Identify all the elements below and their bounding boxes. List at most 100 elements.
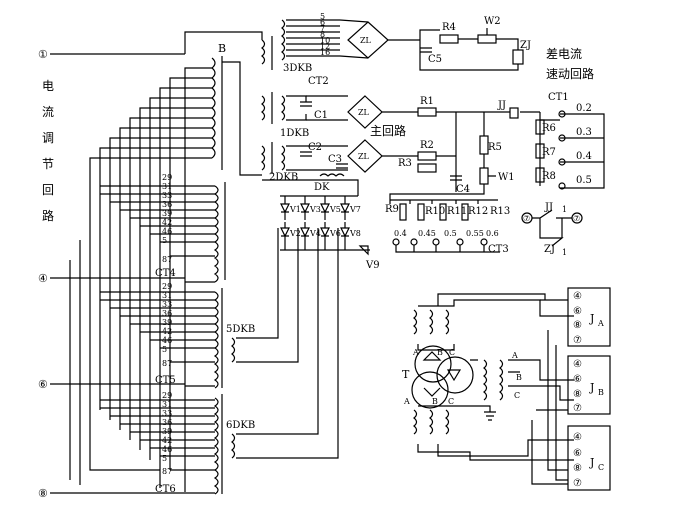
ct6-tap: 5 [162,454,167,463]
resistor-r2 [417,151,437,161]
jc-term: ⑧ [573,463,582,474]
ct4-tap: 29 [162,173,172,182]
label-v8: V8 [349,229,361,238]
phase-a-top: A [412,348,419,357]
label-1dkb: 1DKB [280,128,309,139]
label-w2: W2 [484,16,501,27]
ct-middle [470,359,574,401]
dkb3-tap: 8 [320,30,325,39]
dkb3-tap: 7 [320,24,325,33]
left-label-4: 节 [42,157,54,171]
label-v1: V1 [289,205,301,214]
dkb3-secondary [281,19,286,61]
label-jj1: JJ [544,202,553,213]
label-zj: ZJ [520,40,531,51]
dkb6-coil [231,433,236,459]
ct4-tap: 36 [162,200,172,209]
label-r12: R12 [468,206,488,217]
label-ct1: CT1 [548,92,569,103]
jb-term: ⑦ [573,403,582,414]
wire [286,95,307,121]
tap-connector [432,238,440,246]
ct6-tap: 33 [162,409,172,418]
label-r7: R7 [542,147,556,158]
bridge-rectifier-top [339,19,500,71]
ct3-tap: 0.45 [418,229,436,238]
label-c3: C3 [328,154,342,165]
label-r13: R13 [490,206,510,217]
label-B: B [218,42,226,55]
resistor-r12 [461,203,469,221]
wire [222,61,262,176]
label-w1: W1 [498,172,515,183]
wire [531,299,568,485]
terminal-6: ⑥ [38,378,48,391]
label-v3: V3 [309,205,321,214]
inductor-dk [319,173,345,177]
bridge-rectifier-mid [347,95,383,129]
label-v2: V2 [289,229,301,238]
wire [184,31,263,54]
label-2dkb: 2DKB [269,172,298,183]
ct6-tap: 39 [162,427,172,436]
wire [262,179,359,196]
ct1-tap: 0.4 [576,151,592,162]
label-r3: R3 [398,158,412,169]
dkb3-tap: 6 [320,18,325,27]
tap-connector [392,238,400,246]
ct4-tap: 46 [162,227,172,236]
ct5-tap: 42 [162,327,172,336]
label-ja: J [589,312,594,325]
phase-a-mid: A [511,351,518,360]
resistor-r8 [535,167,545,183]
label-v9: V9 [365,260,380,271]
tap-connector [480,238,488,246]
ct5-tap: 36 [162,309,172,318]
phase-b-top: B [437,348,443,357]
wire [500,64,519,71]
label-c2: C2 [308,142,322,153]
label-r8: R8 [542,171,556,182]
label-r5: R5 [488,142,502,153]
terminal-7-left-label: ⑦ [523,214,530,223]
left-label-2: 流 [42,105,54,119]
tap-wire-bundle [69,67,212,492]
label-jc: J [589,456,594,469]
ct5-tap: 29 [162,282,172,291]
label-c5: C5 [428,54,442,65]
label-jb: J [589,381,594,394]
label-r4: R4 [442,22,456,33]
ct4-tap: 87 [162,255,172,264]
label-c4: C4 [456,184,470,195]
diode-matrix [280,196,350,250]
ct5-tap: 39 [162,318,172,327]
contact-jj1-zj1 [532,209,572,247]
terminal-1: ① [38,48,48,61]
tap-connector [558,134,566,142]
ct4-tap: 42 [162,218,172,227]
ct5-tap: 46 [162,336,172,345]
ct5-tap: 5 [162,345,167,354]
label-r2: R2 [420,140,434,151]
dkb3-tap: 12 [320,42,330,51]
ct3-tap: 0.4 [394,229,407,238]
label-zl-mid: ZL [358,108,370,117]
cts-bottom [413,405,574,461]
ct4-tap: 33 [162,191,172,200]
resistor-r1 [417,107,437,117]
label-jc-sub: C [598,463,604,472]
terminal-8: ⑧ [38,487,48,500]
label-r9: R9 [385,204,399,215]
label-v7: V7 [349,205,361,214]
ct6-tap: 31 [162,400,172,409]
label-jb-sub: B [598,388,604,397]
terminal-7-right-label: ⑦ [573,214,580,223]
label-ct6: CT6 [155,484,176,495]
resistor-r7 [535,143,545,159]
ct6-tap: 29 [162,391,172,400]
resistor-r6 [535,119,545,135]
label-6dkb: 6DKB [226,420,255,431]
label-zl-low: ZL [358,152,370,161]
